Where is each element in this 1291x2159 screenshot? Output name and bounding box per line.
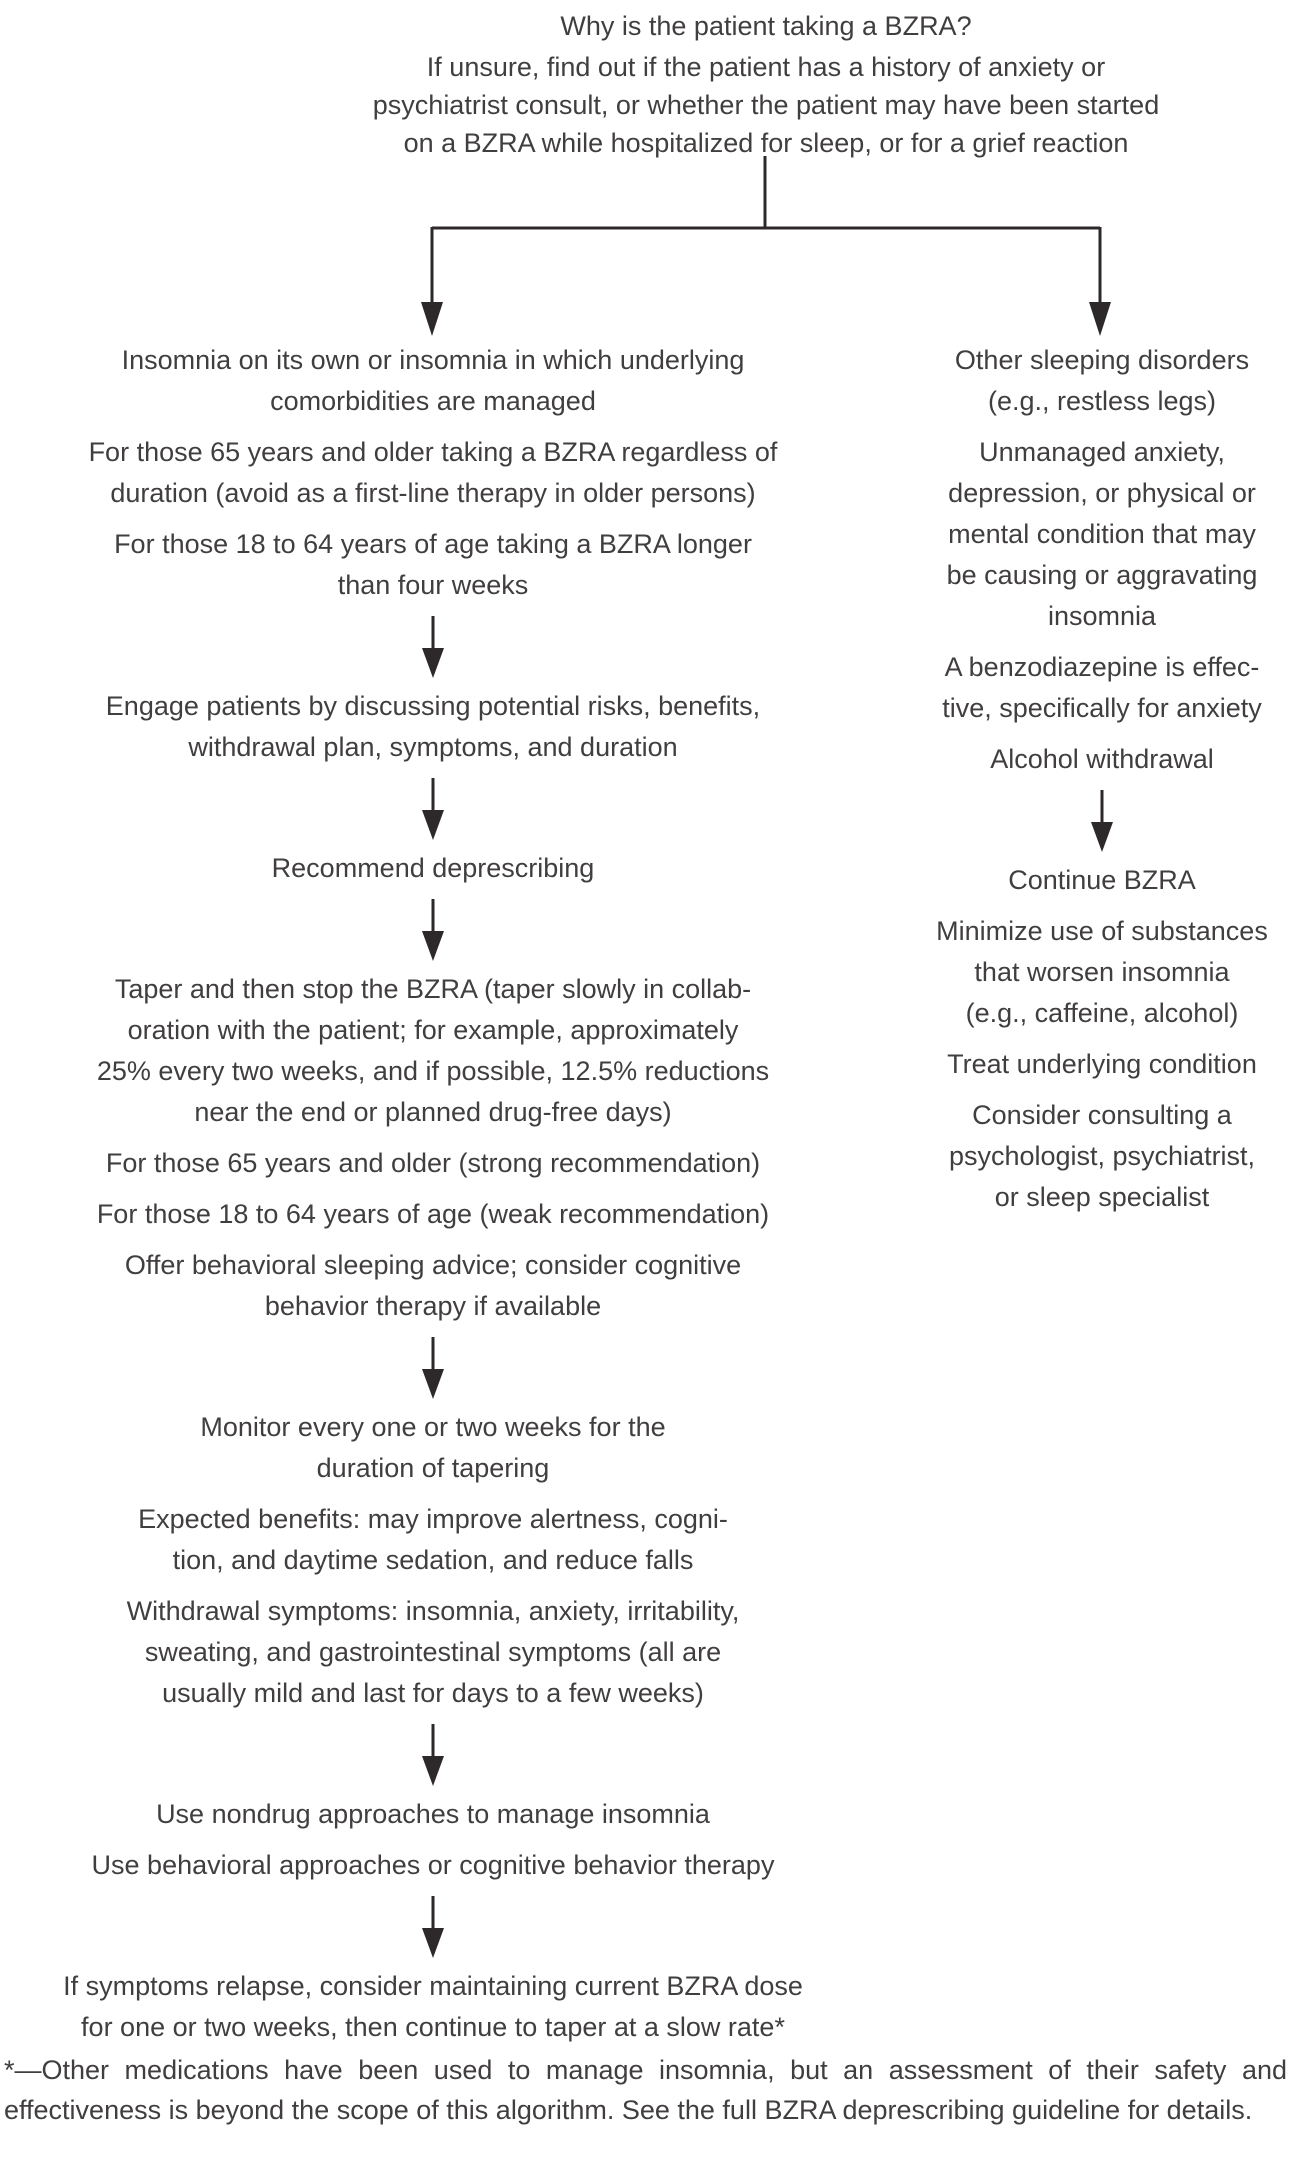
- right-arrowhead-icon: [1089, 302, 1111, 336]
- taper-weak-recommendation: For those 18 to 64 years of age (weak re…: [96, 1199, 770, 1229]
- left-arrowhead-icon: [421, 302, 443, 336]
- header-question: Why is the patient taking a BZRA?: [560, 11, 972, 41]
- taper-instructions: Taper and then stop the BZRA (taper slow…: [96, 974, 770, 1127]
- down-arrow-icon: [422, 1724, 444, 1786]
- down-arrow-icon: [422, 778, 444, 840]
- indication-age-18-64: For those 18 to 64 years of age taking a…: [114, 529, 752, 600]
- benzodiazepine-effective: A benzodiazepine is effec- tive, specifi…: [942, 652, 1262, 723]
- unmanaged-conditions: Unmanaged anxiety, depression, or physic…: [946, 437, 1258, 631]
- header-intro: If unsure, find out if the patient has a…: [372, 52, 1160, 158]
- indication-insomnia: Insomnia on its own or insomnia in which…: [121, 345, 745, 416]
- footnote: *—Other medications have been used to ma…: [4, 2055, 1287, 2125]
- branch-connector-arrows: [421, 156, 1111, 336]
- monitor-step: Monitor every one or two weeks for the d…: [200, 1412, 666, 1483]
- behavioral-approaches-step: Use behavioral approaches or cognitive b…: [91, 1850, 775, 1880]
- engage-patients-step: Engage patients by discussing potential …: [105, 691, 761, 762]
- indication-age-65: For those 65 years and older taking a BZ…: [88, 437, 778, 508]
- expected-benefits: Expected benefits: may improve alertness…: [138, 1504, 728, 1575]
- other-sleeping-disorders: Other sleeping disorders (e.g., restless…: [954, 345, 1250, 416]
- deprescribe-pathway-column: Insomnia on its own or insomnia in which…: [0, 340, 866, 2058]
- relapse-guidance: If symptoms relapse, consider maintainin…: [63, 1971, 803, 2042]
- withdrawal-symptoms: Withdrawal symptoms: insomnia, anxiety, …: [126, 1596, 740, 1708]
- algorithm-header: Why is the patient taking a BZRA? If uns…: [241, 6, 1291, 162]
- nondrug-approaches-step: Use nondrug approaches to manage insomni…: [156, 1799, 710, 1829]
- consider-specialist-step: Consider consulting a psychologist, psyc…: [948, 1100, 1256, 1212]
- down-arrow-icon: [422, 899, 444, 961]
- down-arrow-icon: [1091, 790, 1113, 852]
- down-arrow-icon: [422, 1896, 444, 1958]
- taper-strong-recommendation: For those 65 years and older (strong rec…: [105, 1148, 761, 1178]
- down-arrow-icon: [422, 616, 444, 678]
- recommend-deprescribing-step: Recommend deprescribing: [271, 853, 595, 883]
- minimize-substances-step: Minimize use of substances that worsen i…: [936, 916, 1268, 1028]
- continue-pathway-column: Other sleeping disorders (e.g., restless…: [917, 340, 1287, 1228]
- treat-underlying-condition-step: Treat underlying condition: [947, 1049, 1257, 1079]
- continue-bzra-step: Continue BZRA: [1008, 865, 1196, 895]
- behavioral-advice-step: Offer behavioral sleeping advice; consid…: [124, 1250, 742, 1321]
- down-arrow-icon: [422, 1337, 444, 1399]
- alcohol-withdrawal: Alcohol withdrawal: [990, 744, 1214, 774]
